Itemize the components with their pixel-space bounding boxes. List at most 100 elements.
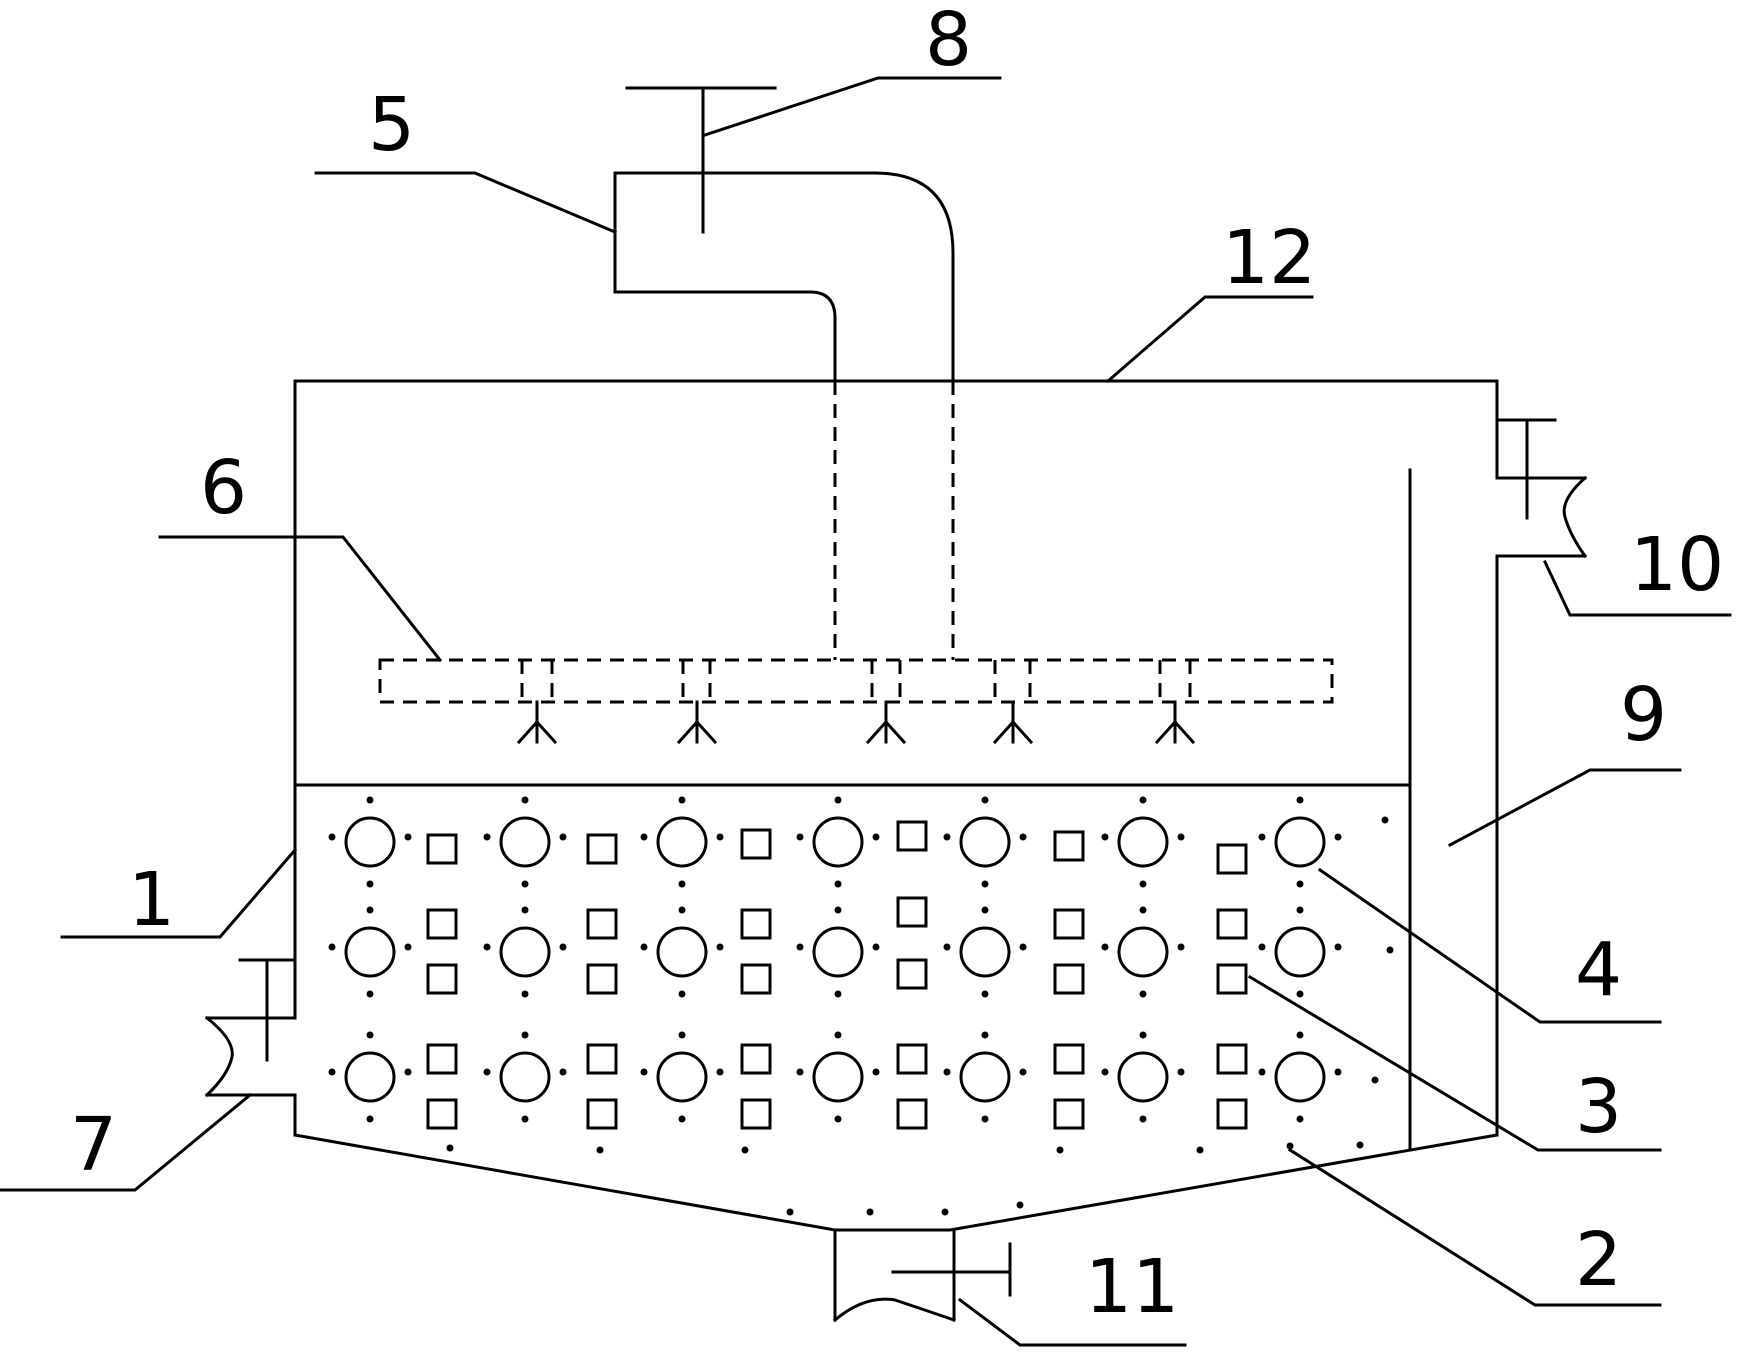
leader-6 [158,535,443,663]
media-ball [499,816,551,868]
media-ball [812,816,864,868]
label-4: 4 [1575,927,1622,1013]
media-particle [1139,1115,1147,1123]
media-cube [896,820,928,852]
media-cube [426,833,458,865]
media-particle [834,796,842,804]
media-particle [1356,1141,1364,1149]
bottom-drain-pipe [832,1228,1012,1323]
media-particle [1196,1146,1204,1154]
media-particle [981,1115,989,1123]
filler-media [328,796,1394,1216]
label-9: 9 [1620,672,1667,758]
media-cube [426,1043,458,1075]
spray-nozzle [992,700,1034,745]
media-particle [716,833,724,841]
media-particle [640,1068,648,1076]
media-ball [959,926,1011,978]
media-particle [796,1068,804,1076]
media-particle [716,943,724,951]
media-particle [943,943,951,951]
media-particle [483,1068,491,1076]
media-cube [426,908,458,940]
label-7: 7 [70,1102,117,1188]
media-particle [981,880,989,888]
media-particle [941,1208,949,1216]
media-ball [1117,1051,1169,1103]
media-cube [740,1043,772,1075]
media-cube [740,963,772,995]
media-particle [483,833,491,841]
leader-9 [1447,768,1682,848]
media-particle [1101,1068,1109,1076]
media-particle [834,906,842,914]
media-particle [678,906,686,914]
media-cube [1053,963,1085,995]
media-particle [1101,833,1109,841]
media-ball [1117,926,1169,978]
media-particle [834,990,842,998]
media-cube [586,963,618,995]
media-cube [1053,1043,1085,1075]
leader-lines [0,76,1732,1347]
label-11: 11 [1085,1244,1179,1330]
media-particle [943,833,951,841]
media-particle [483,943,491,951]
media-cube [1053,830,1085,862]
media-particle [366,1115,374,1123]
label-12: 12 [1222,215,1316,301]
media-ball [499,1051,551,1103]
spray-nozzle [865,700,907,745]
media-particle [1019,833,1027,841]
spray-nozzle [1154,700,1196,745]
media-particle [716,1068,724,1076]
media-cube [1216,1098,1248,1130]
media-cube [740,908,772,940]
media-particle [1296,1115,1304,1123]
media-particle [521,1115,529,1123]
media-particle [521,880,529,888]
media-particle [1296,906,1304,914]
media-particle [796,833,804,841]
media-particle [1139,796,1147,804]
media-particle [1139,906,1147,914]
media-particle [366,880,374,888]
media-ball [1274,926,1326,978]
label-1: 1 [128,857,175,943]
media-particle [981,906,989,914]
media-ball [344,1051,396,1103]
media-ball [812,1051,864,1103]
media-particle [834,880,842,888]
media-particle [1334,943,1342,951]
media-particle [834,1115,842,1123]
media-cube [426,963,458,995]
media-cube [896,896,928,928]
media-particle [328,833,336,841]
media-particle [1296,990,1304,998]
leader-7 [0,1092,253,1192]
media-cube [740,1098,772,1130]
hopper-bottom [293,1133,1499,1232]
media-ball [812,926,864,978]
media-ball [344,816,396,868]
media-particle [1258,1068,1266,1076]
media-ball [1274,1051,1326,1103]
media-particle [521,796,529,804]
label-2: 2 [1575,1217,1622,1303]
media-particle [559,1068,567,1076]
media-particle [796,943,804,951]
media-cube [586,1098,618,1130]
leader-4 [1317,867,1662,1024]
media-particle [404,1068,412,1076]
spray-nozzle [516,700,558,745]
leader-12 [1105,295,1314,384]
media-particle [981,796,989,804]
leader-10 [1543,560,1732,617]
label-3: 3 [1575,1064,1622,1150]
media-particle [1258,943,1266,951]
media-particle [366,796,374,804]
media-particle [1286,1142,1294,1150]
media-particle [872,1068,880,1076]
label-5: 5 [368,82,415,168]
media-cube [586,1043,618,1075]
